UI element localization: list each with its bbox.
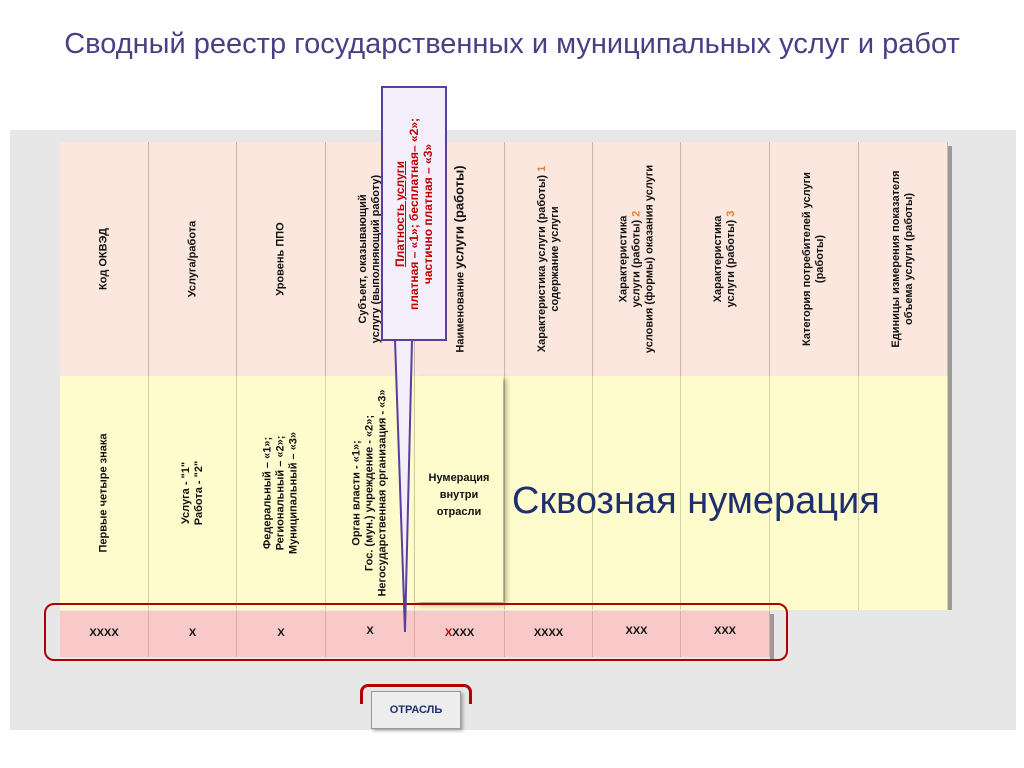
header-label: Характеристика услуги (работы) 3 (712, 149, 738, 369)
body-cell-characteristic-2 (593, 376, 681, 610)
header-label: Уровень ППО (274, 222, 287, 296)
body-cell-characteristic-3 (681, 376, 770, 610)
header-label: Субъект, оказывающий услугу (выполняющий… (357, 149, 383, 369)
body-label-line: Гос. (мун.) учреждение - «2»; (363, 414, 376, 572)
through-numbering-label: Сквозная нумерация (512, 480, 880, 522)
float-box-line: внутри (439, 489, 479, 501)
body-label: Первые четыре знака (97, 433, 110, 553)
code-row-highlight (44, 603, 788, 661)
code-cell: XXXX (505, 611, 593, 657)
header-label: Категория потребителей услуги (работы) (801, 149, 827, 369)
header-index: 1 (535, 165, 548, 172)
body-label-line: Муниципальный – «3» (287, 431, 300, 555)
header-cell-units: Единицы измерения показателя объема услу… (859, 142, 948, 376)
code-cell: X (326, 611, 415, 657)
body-label: Услуга - "1" Работа - "2" (180, 383, 206, 603)
float-box-text: Нумерация внутри отрасли (415, 470, 503, 521)
body-cell-units (859, 376, 948, 610)
body-cell-provider: Орган власти - «1»; Гос. (мун.) учрежден… (326, 376, 415, 610)
callout-line: Платность услуги (393, 160, 407, 267)
header-label: Характеристика услуги (работы) 2 условия… (617, 144, 656, 374)
intra-industry-numbering-box: Нумерация внутри отрасли (415, 376, 503, 602)
float-box-line: отрасли (436, 506, 482, 518)
code-cell: XXX (681, 611, 770, 657)
header-label: Услуга/работа (186, 220, 198, 298)
code-rest: XXX (452, 627, 475, 639)
body-label-line: Услуга - "1" (179, 461, 192, 525)
header-label-line: Характеристика (617, 215, 629, 303)
industry-label-box: ОТРАСЛЬ (371, 691, 461, 729)
code-row-shadow (770, 614, 774, 660)
header-label: Характеристика услуги (работы) 1 содержа… (536, 144, 562, 374)
header-cell-ppo-level: Уровень ППО (237, 142, 326, 376)
header-label-text: услуги (работы) (725, 216, 737, 308)
header-label-line: условия (формы) оказания услуги (643, 164, 655, 354)
callout-line: частично платная – «3» (421, 143, 435, 284)
header-label: Код ОКВЭД (97, 228, 110, 290)
header-label-line: Субъект, оказывающий (357, 194, 369, 324)
body-label-line: Негосударственная организация - «3» (376, 389, 389, 597)
body-label-line: Федеральный – «1»; (261, 436, 274, 550)
code-cell-industry: XXXX (415, 611, 505, 657)
header-cell-characteristic-1: Характеристика услуги (работы) 1 содержа… (505, 142, 593, 376)
header-label-line: объема услуги (работы) (903, 192, 915, 326)
header-label-line: Единицы измерения показателя (890, 170, 902, 348)
header-label-line: Категория потребителей услуги (801, 172, 813, 346)
body-label: Орган власти - «1»; Гос. (мун.) учрежден… (351, 378, 390, 608)
code-prefix: X (444, 627, 453, 639)
body-cell-okved: Первые четыре знака (60, 376, 149, 610)
body-cell-characteristic-1 (505, 376, 593, 610)
header-cell-consumer-category: Категория потребителей услуги (работы) (770, 142, 859, 376)
header-label-emphasis: услуги (работы) (451, 165, 466, 269)
header-label-line: (работы) (814, 234, 826, 284)
table-shadow (948, 146, 952, 610)
float-box-line: Нумерация (428, 472, 490, 484)
payment-callout: Платность услуги платная – «1»; бесплатн… (381, 86, 447, 341)
callout-line: платная – «1»; бесплатная– «2»; (407, 117, 421, 310)
header-label: Единицы измерения показателя объема услу… (890, 149, 916, 369)
page-title: Сводный реестр государственных и муницип… (64, 28, 960, 60)
header-cell-characteristic-3: Характеристика услуги (работы) 3 (681, 142, 770, 376)
header-label-text: услуги (работы) (630, 216, 642, 308)
code-cell: X (237, 611, 326, 657)
callout-text: Платность услуги платная – «1»; бесплатн… (393, 89, 435, 339)
header-cell-characteristic-2: Характеристика услуги (работы) 2 условия… (593, 142, 681, 376)
header-label-line: Характеристика (712, 215, 724, 303)
header-label-text: Наименование (454, 268, 466, 353)
code-cell: X (149, 611, 237, 657)
code-cell: XXX (593, 611, 681, 657)
body-cell-ppo-level: Федеральный – «1»; Региональный – «2»; М… (237, 376, 326, 610)
header-label-text: Характеристика услуги (работы) (535, 171, 548, 353)
header-label: Наименование услуги (работы) (451, 144, 467, 374)
body-label: Федеральный – «1»; Региональный – «2»; М… (262, 383, 301, 603)
body-label-line: Орган власти - «1»; (350, 440, 363, 546)
industry-bracket (360, 684, 472, 704)
code-cell: XXXX (60, 611, 149, 657)
body-cell-consumer-category (770, 376, 859, 610)
header-label-line: содержание услуги (548, 206, 561, 312)
header-cell-okved: Код ОКВЭД (60, 142, 149, 376)
header-index: 2 (630, 210, 642, 217)
header-index: 3 (725, 210, 737, 217)
body-cell-service-work: Услуга - "1" Работа - "2" (149, 376, 237, 610)
header-cell-service-work: Услуга/работа (149, 142, 237, 376)
body-label-line: Региональный – «2»; (274, 435, 287, 551)
body-label-line: Работа - "2" (192, 460, 205, 526)
